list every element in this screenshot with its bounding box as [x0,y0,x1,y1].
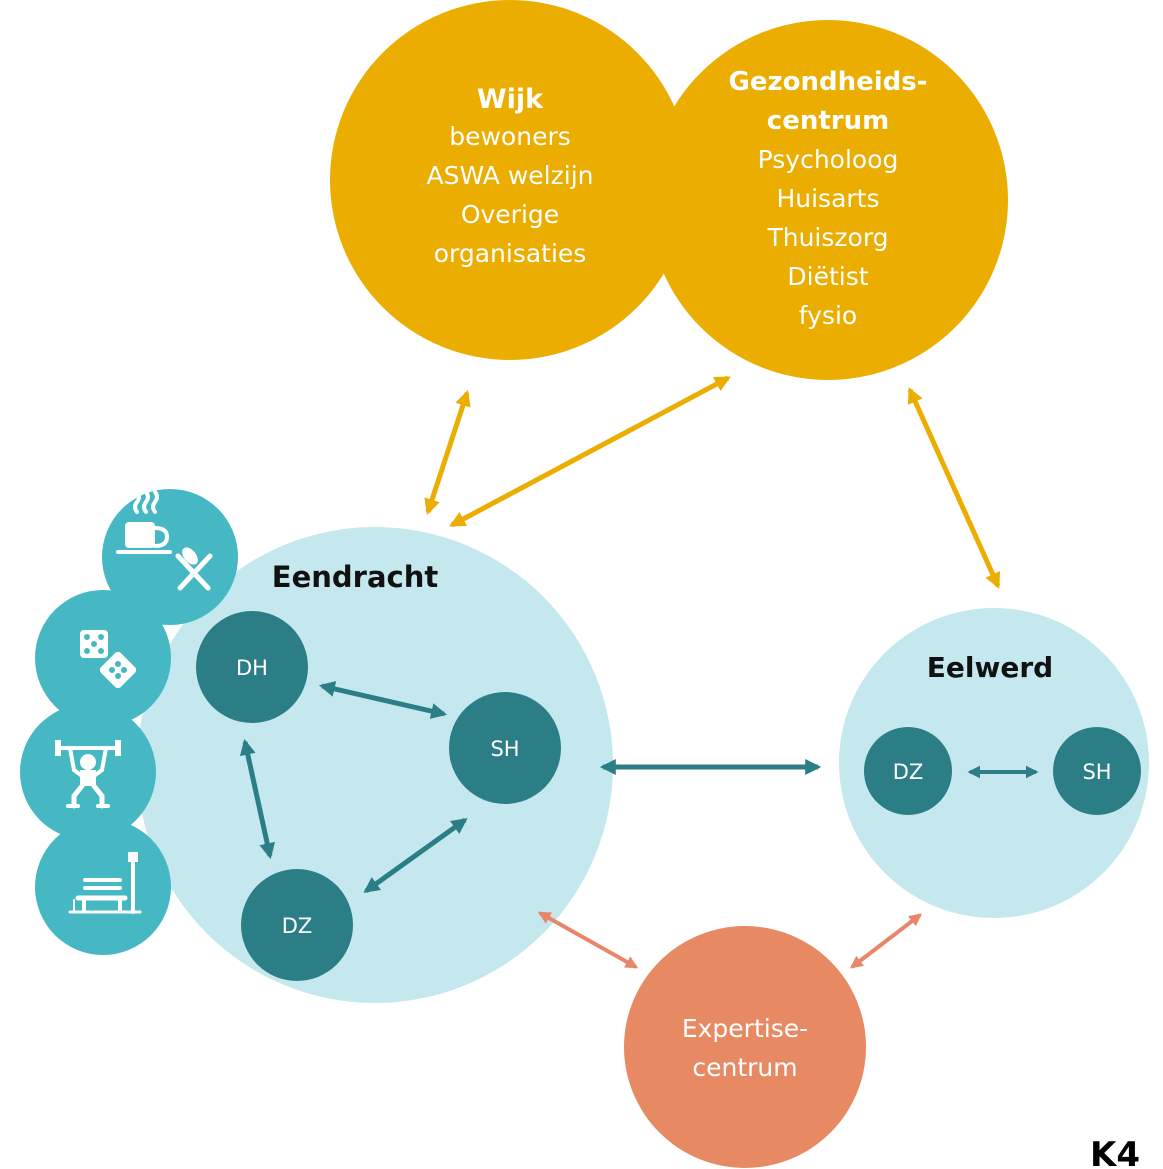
expertisecentrum-circle [624,926,866,1168]
activity-icon-circle [102,489,238,625]
wijk-line: ASWA welzijn [426,161,593,190]
eendracht-sh-label: SH [490,737,519,761]
activity-icon-circle [35,590,171,726]
corner-mark: K4 [1090,1135,1140,1169]
gezondheidscentrum-title-line: centrum [767,106,889,136]
eendracht-dz-node [241,869,353,981]
gezondheidscentrum-line: Huisarts [776,184,879,213]
eelwerd-dz-label: DZ [893,760,924,784]
wijk-circle [330,0,690,360]
gezondheidscentrum-title-line: Gezondheids- [728,67,927,97]
arrow-dh-dz [239,738,276,860]
eelwerd-title: Eelwerd [927,651,1053,684]
games-dice-icon [80,630,137,689]
eendracht-dh-node [196,611,308,723]
coffee-dining-icon [116,490,213,591]
eelwerd-circle [839,608,1149,918]
eendracht-dz-label: DZ [282,914,313,938]
eelwerd-sh-node [1053,727,1141,815]
wijk-line: organisaties [434,239,587,268]
gezondheidscentrum-line: Psycholoog [758,145,899,174]
expertisecentrum-line: Expertise- [682,1014,808,1043]
fitness-weightlifter-icon [55,740,121,809]
eendracht-dh-label: DH [236,656,268,680]
expertisecentrum-line: centrum [692,1053,797,1082]
arrow-eendracht-expertise [537,911,639,969]
gezondheidscentrum-line: Thuiszorg [766,223,888,252]
activity-icon-circle [20,704,156,840]
gezondheidscentrum-circle [648,20,1008,380]
eendracht-title: Eendracht [272,560,439,594]
arrow-dh-sh [318,681,448,719]
gezondheidscentrum-line: fysio [799,301,857,330]
arrow-eelwerd-expertise [849,913,923,969]
arrow-sh-dz [363,817,468,894]
gezondheidscentrum-line: Diëtist [787,262,868,291]
wijk-line: bewoners [449,122,571,151]
wijk-line: Overige [461,200,559,229]
wijk-title: Wijk [477,84,544,115]
activity-icon-circle [35,819,171,955]
arrow-wijk-eendracht [424,389,471,516]
eendracht-sh-node [449,692,561,804]
park-bench-icon [68,852,142,914]
eelwerd-sh-label: SH [1082,760,1111,784]
eelwerd-dz-node [864,727,952,815]
arrow-gezondheidscentrum-eelwerd [907,387,1001,589]
arrow-gezondheidscentrum-eendracht [449,375,731,528]
